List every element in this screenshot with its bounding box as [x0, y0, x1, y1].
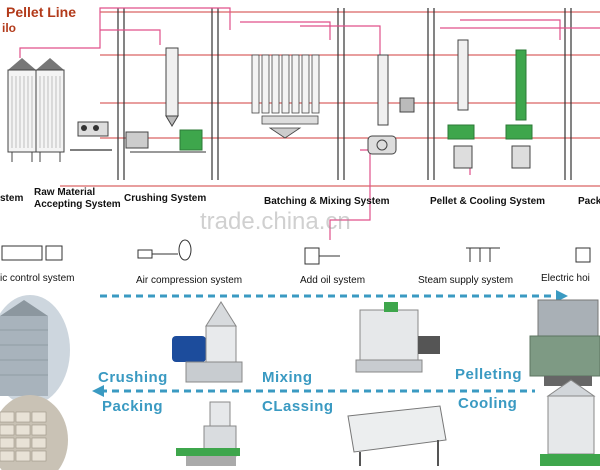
process-step-label: Cooling — [458, 395, 518, 412]
diagram-title: Pellet Line — [6, 4, 77, 20]
system-label: Batching & Mixing System — [264, 196, 390, 207]
batching-bins — [251, 54, 320, 139]
conveying-pipes — [19, 7, 600, 240]
process-step-label: Pelleting — [455, 366, 523, 383]
raw-material-intake — [70, 121, 112, 151]
crushing-equipment — [125, 47, 206, 153]
pellet-mills — [447, 39, 533, 169]
process-flow-schematic — [1, 7, 600, 265]
process-step-label: Crushing — [98, 369, 168, 386]
storage-silos — [7, 58, 65, 162]
system-label: Raw Material — [34, 187, 96, 198]
auxiliary-icons — [1, 239, 591, 265]
mixing-equipment — [367, 54, 415, 155]
arrow-head-right — [556, 290, 568, 302]
hammer-mill-machine — [172, 301, 243, 383]
section-columns — [117, 8, 572, 180]
auxiliary-label: Air compression system — [136, 275, 243, 286]
auxiliary-label: Steam supply system — [418, 275, 514, 286]
auxiliary-label: Add oil system — [300, 275, 366, 286]
system-label: Crushing System — [124, 193, 207, 204]
mixer-machine — [355, 302, 440, 373]
arrow-head-left — [92, 385, 104, 397]
system-label: Pellet & Cooling System — [430, 196, 546, 207]
auxiliary-label: Electric hoi — [541, 273, 590, 284]
flow-arrows — [100, 294, 560, 393]
process-photos — [0, 290, 600, 470]
silo-photo — [0, 295, 70, 405]
cooler-machine — [540, 379, 600, 466]
process-step-label: Packing — [102, 398, 164, 415]
system-label: Accepting System — [34, 199, 121, 210]
process-step-label: CLassing — [262, 398, 334, 415]
watermark: trade.china.cn — [200, 208, 351, 235]
pellet-mill-machine — [529, 299, 600, 386]
diagram-title-line2: ilo — [2, 21, 16, 35]
packing-machine — [176, 401, 240, 466]
auxiliary-label: ic control system — [0, 273, 75, 284]
system-label: Pack — [578, 196, 600, 207]
system-label: stem — [0, 193, 24, 204]
process-step-label: Mixing — [262, 369, 313, 386]
classing-screen-machine — [347, 405, 447, 466]
bags-photo — [0, 395, 68, 470]
